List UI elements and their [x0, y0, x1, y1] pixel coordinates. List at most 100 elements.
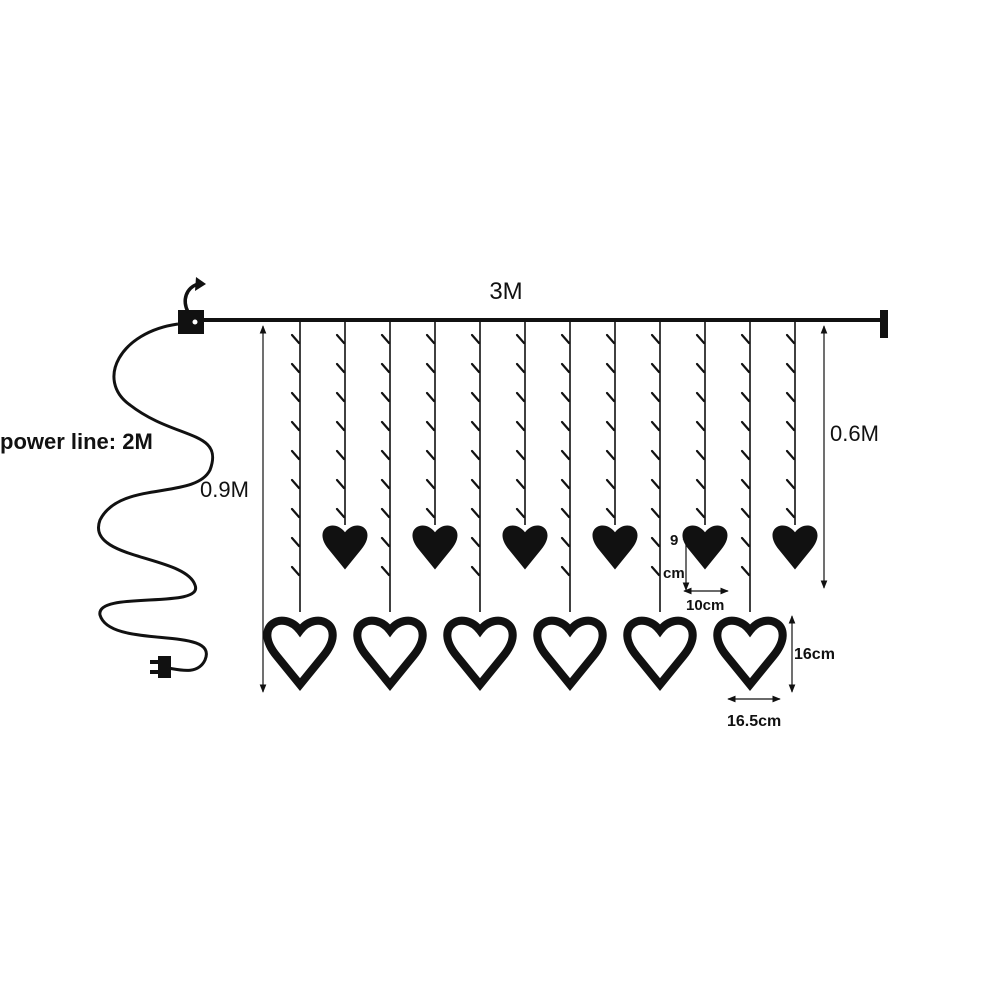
led-bulb [740, 362, 751, 374]
short-strand [772, 322, 818, 570]
led-bulb [650, 478, 661, 490]
outline-heart-icon [627, 621, 692, 685]
long-strand [537, 322, 602, 685]
led-bulb [335, 478, 346, 490]
led-bulb [695, 449, 706, 461]
led-bulb [560, 449, 571, 461]
led-bulb [380, 507, 391, 519]
big-heart-height-label: 16cm [794, 646, 835, 663]
led-bulb [425, 478, 436, 490]
led-bulb [605, 449, 616, 461]
led-bulb [290, 449, 301, 461]
led-bulb [695, 420, 706, 432]
led-bulb [650, 362, 661, 374]
big-heart-width-label: 16.5cm [727, 713, 781, 730]
led-bulb [380, 478, 391, 490]
filled-heart-icon [322, 525, 368, 570]
width-label: 3M [489, 278, 522, 305]
led-bulb [515, 420, 526, 432]
led-bulb [650, 333, 661, 345]
led-bulb [425, 391, 436, 403]
led-bulb [335, 449, 346, 461]
filled-heart-icon [682, 525, 728, 570]
led-bulb [290, 362, 301, 374]
led-bulb [605, 420, 616, 432]
long-strand [717, 322, 782, 685]
led-bulb [380, 449, 391, 461]
long-strand [267, 322, 332, 685]
short-strand [592, 322, 638, 570]
short-strand [412, 322, 458, 570]
led-bulb [560, 565, 571, 577]
led-bulb [470, 478, 481, 490]
led-bulb [785, 507, 796, 519]
led-bulb [785, 362, 796, 374]
led-bulb [470, 333, 481, 345]
led-bulb [290, 536, 301, 548]
led-bulb [560, 478, 571, 490]
led-bulb [740, 449, 751, 461]
long-strand [627, 322, 692, 685]
led-bulb [740, 391, 751, 403]
filled-heart-icon [592, 525, 638, 570]
led-bulb [650, 507, 661, 519]
led-bulb [290, 420, 301, 432]
led-bulb [380, 333, 391, 345]
led-bulb [695, 333, 706, 345]
led-bulb [740, 420, 751, 432]
led-bulb [695, 478, 706, 490]
led-bulb [650, 565, 661, 577]
led-bulb [605, 333, 616, 345]
led-bulb [290, 565, 301, 577]
led-bulb [470, 507, 481, 519]
led-bulb [290, 507, 301, 519]
led-bulb [425, 420, 436, 432]
led-bulb [695, 362, 706, 374]
led-bulb [650, 391, 661, 403]
long-strand [357, 322, 422, 685]
power-plug [150, 656, 171, 678]
led-bulb [380, 391, 391, 403]
led-bulb [515, 362, 526, 374]
led-bulb [380, 536, 391, 548]
led-bulb [515, 391, 526, 403]
led-bulb [560, 536, 571, 548]
outline-heart-icon [717, 621, 782, 685]
small-heart-height-label-top: 9 [670, 532, 678, 549]
led-bulb [470, 536, 481, 548]
led-bulb [515, 333, 526, 345]
short-strand [502, 322, 548, 570]
power-line-cord [96, 322, 215, 672]
led-bulb [650, 420, 661, 432]
led-bulb [515, 507, 526, 519]
filled-heart-icon [502, 525, 548, 570]
led-bulb [425, 333, 436, 345]
led-bulb [470, 449, 481, 461]
led-bulb [335, 391, 346, 403]
led-bulb [740, 565, 751, 577]
led-bulb [335, 507, 346, 519]
led-bulb [785, 333, 796, 345]
led-bulb [515, 478, 526, 490]
led-bulb [605, 362, 616, 374]
small-heart-height-label-bottom: cm [663, 565, 685, 582]
led-bulb [470, 420, 481, 432]
led-bulb [560, 362, 571, 374]
connector-arrow-head [195, 277, 206, 291]
led-bulb [425, 449, 436, 461]
led-bulb [560, 507, 571, 519]
led-bulb [290, 391, 301, 403]
led-bulb [560, 333, 571, 345]
led-bulb [335, 362, 346, 374]
led-bulb [650, 536, 661, 548]
controller-box [178, 310, 204, 334]
led-bulb [380, 565, 391, 577]
led-bulb [470, 391, 481, 403]
led-bulb [740, 536, 751, 548]
led-bulb [470, 362, 481, 374]
led-bulb [335, 420, 346, 432]
light-strands [267, 322, 818, 685]
outline-heart-icon [267, 621, 332, 685]
small-heart-width-label: 10cm [686, 597, 724, 614]
